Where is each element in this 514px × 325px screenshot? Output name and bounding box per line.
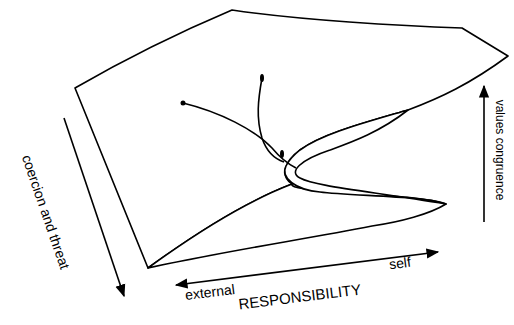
trajectory [183,103,296,168]
axis-arrow [176,252,438,285]
trajectory-dot [280,150,284,158]
axis-title: RESPONSIBILITY [238,281,362,311]
upper-sheet [75,10,508,268]
fold-surface [285,110,446,204]
trajectory-dot [260,74,264,82]
trajectory [258,78,284,162]
axis-label: values congruence [494,100,506,201]
axis-end-label: self [388,255,411,272]
trajectory-dot [181,101,186,106]
axis-arrow [483,86,485,222]
axis-end-label: external [184,282,235,302]
axis-label: coercion and threat [20,153,72,271]
axis-arrow [64,118,124,296]
